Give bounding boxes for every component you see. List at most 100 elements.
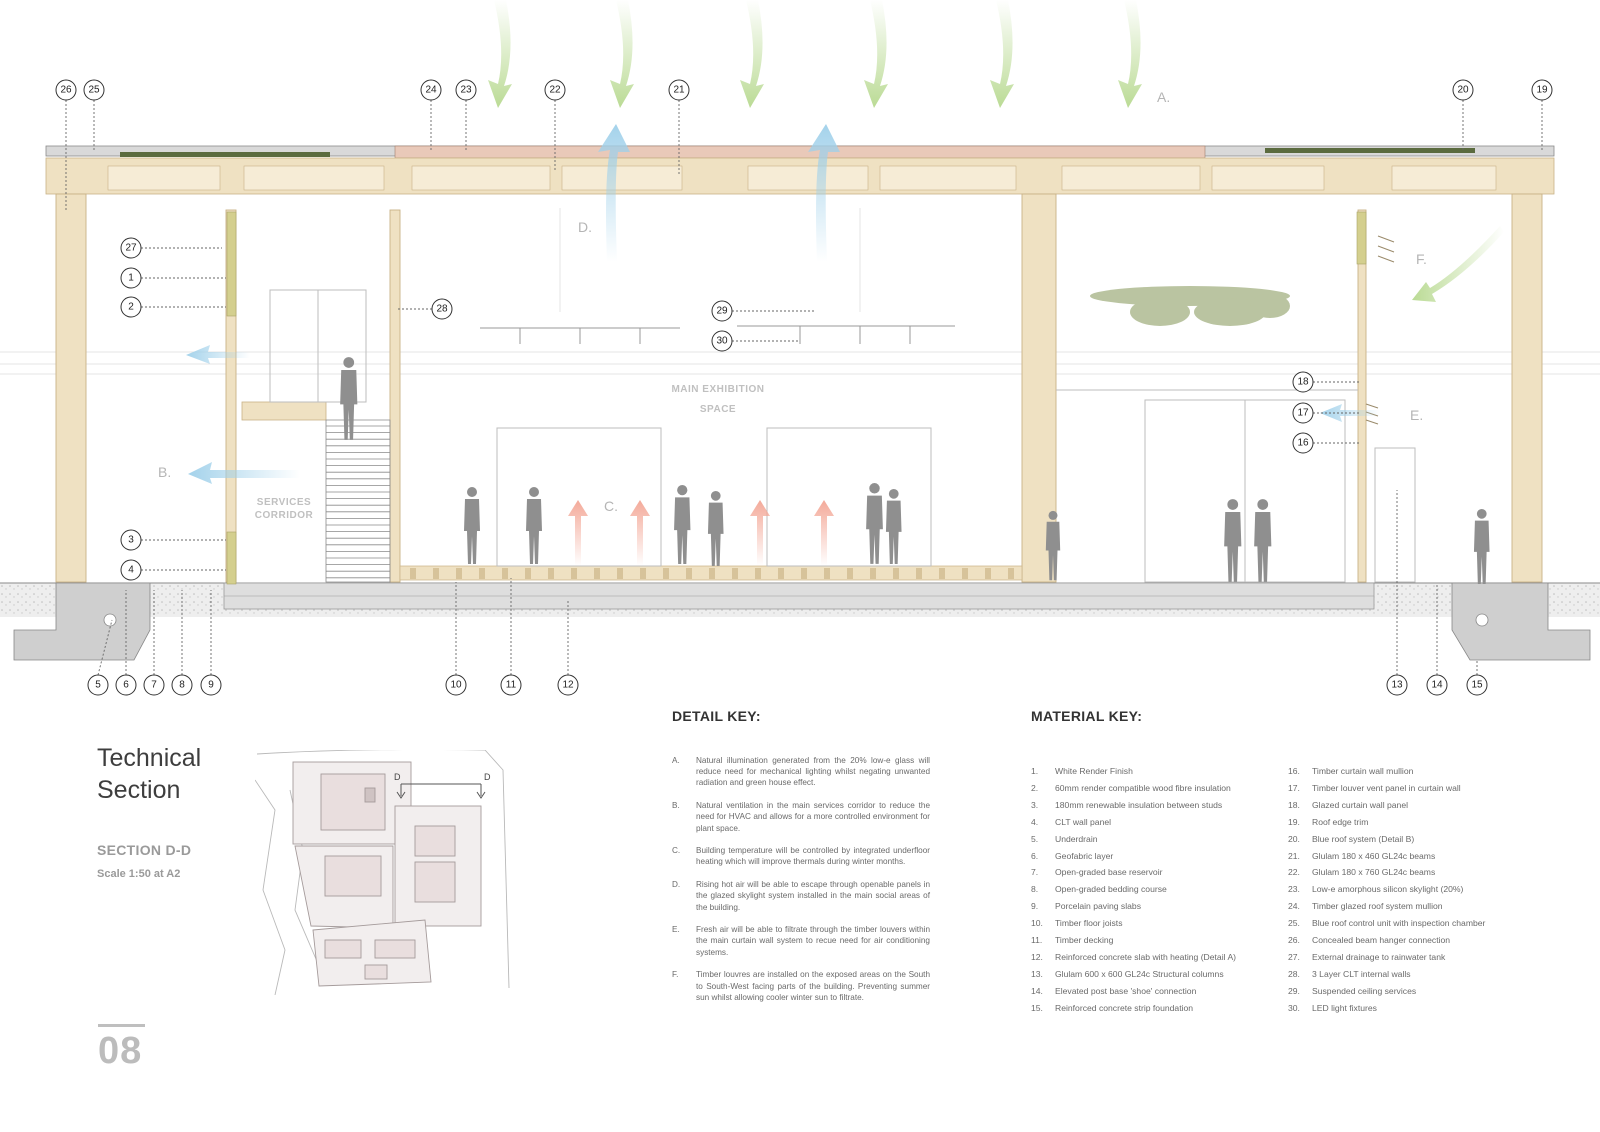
svg-text:27: 27 [125,243,137,254]
daylight-arrow [610,0,634,108]
material-key-number: 2. [1031,782,1039,793]
airflow-arrows [186,0,1504,566]
material-key-item: 22.Glulam 180 x 760 GL24c beams [1288,864,1485,881]
callout-4: 4 [120,559,142,581]
material-key-item: 11.Timber decking [1031,932,1236,949]
material-key-item: 23.Low-e amorphous silicon skylight (20%… [1288,881,1485,898]
detail-key-letter: B. [672,801,680,811]
callout-16: 16 [1292,432,1314,454]
daylight-arrow [990,0,1014,108]
callout-10: 10 [445,674,467,696]
person-silhouette [707,490,724,567]
svg-text:15: 15 [1471,680,1483,691]
detail-key-text: Natural ventilation in the main services… [696,801,930,833]
material-key-text: CLT wall panel [1055,816,1112,827]
hanging-planter [1090,286,1290,326]
callout-23: 23 [455,79,477,101]
callout-6: 6 [115,674,137,696]
callout-26: 26 [55,79,77,101]
svg-text:7: 7 [151,680,157,691]
material-key-number: 25. [1288,918,1300,929]
material-key-item: 1.White Render Finish [1031,763,1236,780]
people-silhouettes [340,357,1490,585]
material-key-number: 3. [1031,799,1039,810]
detail-key-item: A.Natural illumination generated from th… [672,755,930,789]
material-key-heading: MATERIAL KEY: [1031,708,1143,724]
detail-key-item: B. Natural ventilation in the main servic… [672,800,930,834]
material-key-item: 21.Glulam 180 x 460 GL24c beams [1288,848,1485,865]
callout-30: 30 [711,330,733,352]
detail-key-item: C.Building temperature will be controlle… [672,845,930,867]
callout-29: 29 [711,300,733,322]
material-key-text: Glulam 180 x 760 GL24c beams [1312,867,1436,878]
underfloor-heat-arrow [750,500,770,566]
zone-label-d: D. [578,219,592,235]
callout-24: 24 [420,79,442,101]
material-key-item: 5.Underdrain [1031,831,1236,848]
callout-3: 3 [120,529,142,551]
svg-text:16: 16 [1297,438,1309,449]
material-key-number: 14. [1031,985,1043,996]
material-key-number: 5. [1031,833,1039,844]
material-key-item: 20.Blue roof system (Detail B) [1288,831,1485,848]
material-key-item: 10.Timber floor joists [1031,915,1236,932]
zone-label-a: A. [1157,89,1170,105]
person-silhouette [866,483,883,564]
material-key-number: 28. [1288,968,1300,979]
svg-text:28: 28 [436,304,448,315]
raised-floor [399,565,1023,581]
callout-19: 19 [1531,79,1553,101]
space-label-exhibition-1: MAIN EXHIBITION [671,384,764,395]
material-key-item: 7.Open-graded base reservoir [1031,864,1236,881]
material-key-text: LED light fixtures [1312,1002,1377,1013]
material-key-text: Timber glazed roof system mullion [1312,901,1443,912]
person-silhouette [674,485,691,564]
material-key-item: 14.Elevated post base 'shoe' connection [1031,983,1236,1000]
material-key-number: 6. [1031,850,1039,861]
material-key-text: Glulam 600 x 600 GL24c Structural column… [1055,968,1224,979]
material-key-item: 26.Concealed beam hanger connection [1288,932,1485,949]
material-key-number: 13. [1031,968,1043,979]
site-plan-section-mark-left: D [394,772,401,782]
detail-key-letter: A. [672,756,680,765]
ventilation-arrow [186,345,250,364]
material-key-text: Reinforced concrete strip foundation [1055,1002,1194,1013]
site-plan-section-mark-right: D [484,772,491,782]
svg-text:18: 18 [1297,377,1309,388]
material-key-number: 19. [1288,816,1300,827]
background-lines [0,351,1600,375]
daylight-arrow [740,0,764,108]
svg-text:20: 20 [1457,85,1469,96]
material-key-number: 15. [1031,1002,1043,1013]
material-key-item: 12.Reinforced concrete slab with heating… [1031,949,1236,966]
page-title: Technical Section [97,744,202,804]
material-key-text: Roof edge trim [1312,816,1369,827]
underfloor-heat-arrow [814,500,834,566]
detail-key-item: D.Rising hot air will be able to escape … [672,879,930,913]
svg-text:17: 17 [1297,408,1309,419]
callout-5: 5 [87,674,109,696]
underfloor-heat-arrow [568,500,588,566]
material-key-item: 8.Open-graded bedding course [1031,881,1236,898]
material-key-item: 2. 60mm render compatible wood fibre insu… [1031,780,1236,797]
detail-key-text: Building temperature will be controlled … [696,846,930,867]
material-key-number: 21. [1288,850,1300,861]
material-key-item: 29.Suspended ceiling services [1288,983,1485,1000]
material-key-text: Timber floor joists [1055,918,1123,929]
person-silhouette [1473,508,1490,585]
material-key-number: 26. [1288,935,1300,946]
site-plan: D D [255,750,510,995]
daylight-arrow [488,0,512,108]
drawing-scale: Scale 1:50 at A2 [97,868,181,880]
louvers [1365,235,1395,425]
callout-13: 13 [1386,674,1408,696]
callout-2: 2 [120,296,142,318]
material-key-text: Glazed curtain wall panel [1312,799,1409,810]
section-name: SECTION D-D [97,842,192,858]
svg-text:5: 5 [95,680,101,691]
material-key-text: 60mm render compatible wood fibre insula… [1055,782,1231,793]
ceiling-services [480,208,955,344]
callout-18: 18 [1292,371,1314,393]
